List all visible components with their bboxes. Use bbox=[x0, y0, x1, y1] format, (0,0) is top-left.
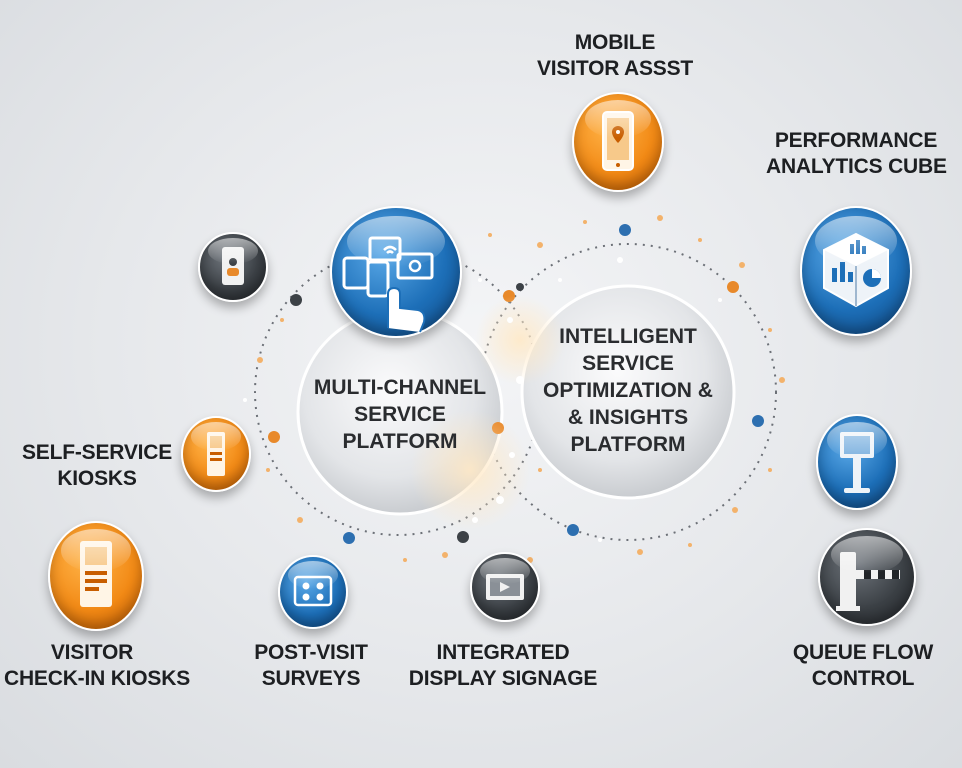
label-queue-flow-control: QUEUE FLOW CONTROL bbox=[790, 640, 936, 692]
digital-kiosk-station-icon bbox=[840, 432, 874, 493]
hub-label-line: & INSIGHTS bbox=[567, 406, 689, 429]
label-line: MOBILE bbox=[574, 31, 656, 54]
label-line: INTEGRATED bbox=[436, 641, 570, 664]
queue-flow-control-node bbox=[818, 528, 916, 626]
hub-label-line: SERVICE bbox=[582, 352, 674, 375]
digital-kiosk-station-node bbox=[816, 414, 898, 510]
label-line: SURVEYS bbox=[261, 667, 361, 690]
label-line: SELF-SERVICE bbox=[22, 441, 173, 464]
label-line: PERFORMANCE bbox=[774, 129, 938, 152]
label-line: CHECK-IN KIOSKS bbox=[4, 667, 191, 690]
hub-sphere-right bbox=[520, 284, 736, 500]
visitor-checkin-kiosks-node bbox=[48, 521, 144, 631]
label-line: ANALYTICS CUBE bbox=[766, 155, 947, 178]
post-visit-surveys-node bbox=[278, 555, 348, 629]
label-integrated-display-signage: INTEGRATED DISPLAY SIGNAGE bbox=[408, 640, 598, 692]
multi-device-node bbox=[330, 206, 462, 338]
hub-label-line: INTELLIGENT bbox=[559, 325, 697, 348]
label-line: KIOSKS bbox=[57, 467, 137, 490]
hub-label-line: SERVICE bbox=[354, 403, 446, 426]
multi-device-touch-icon bbox=[342, 236, 434, 333]
smartphone-user-icon bbox=[222, 247, 244, 285]
integrated-display-signage-node bbox=[470, 552, 540, 622]
kiosk-icon bbox=[207, 432, 225, 476]
hub-label-multichannel: MULTI-CHANNEL SERVICE PLATFORM bbox=[300, 374, 500, 455]
label-self-service-kiosks: SELF-SERVICE KIOSKS bbox=[22, 440, 172, 492]
mobile-visitor-assist-node bbox=[572, 92, 664, 192]
smartphone-location-icon bbox=[602, 111, 634, 171]
label-performance-analytics-cube: PERFORMANCE ANALYTICS CUBE bbox=[766, 128, 947, 180]
label-line: VISITOR bbox=[50, 641, 134, 664]
self-service-kiosks-node bbox=[181, 416, 251, 492]
label-line: CONTROL bbox=[811, 667, 915, 690]
label-visitor-checkin-kiosks: VISITOR CHECK-IN KIOSKS bbox=[4, 640, 191, 692]
hub-label-line: MULTI-CHANNEL bbox=[313, 376, 487, 399]
survey-rating-icon bbox=[293, 575, 333, 607]
checkin-kiosk-icon bbox=[80, 541, 112, 607]
label-line: POST-VISIT bbox=[254, 641, 368, 664]
hub-label-line: OPTIMIZATION & bbox=[543, 379, 713, 402]
sparkle-particles bbox=[243, 215, 785, 563]
analytics-cube-icon bbox=[823, 232, 889, 308]
label-line: QUEUE FLOW bbox=[792, 641, 934, 664]
label-post-visit-surveys: POST-VISIT SURVEYS bbox=[246, 640, 376, 692]
display-signage-icon bbox=[486, 574, 524, 600]
label-mobile-visitor-assist: MOBILE VISITOR ASSST bbox=[520, 30, 710, 82]
label-line: VISITOR ASSST bbox=[536, 57, 694, 80]
performance-analytics-node bbox=[800, 206, 912, 336]
hub-label-line: PLATFORM bbox=[342, 430, 458, 453]
hub-label-line: PLATFORM bbox=[570, 433, 686, 456]
hub-label-intelligent-service: INTELLIGENT SERVICE OPTIMIZATION & & INS… bbox=[528, 323, 728, 458]
barrier-gate-icon bbox=[836, 552, 900, 611]
mobile-app-node bbox=[198, 232, 268, 302]
label-line: DISPLAY SIGNAGE bbox=[408, 667, 598, 690]
